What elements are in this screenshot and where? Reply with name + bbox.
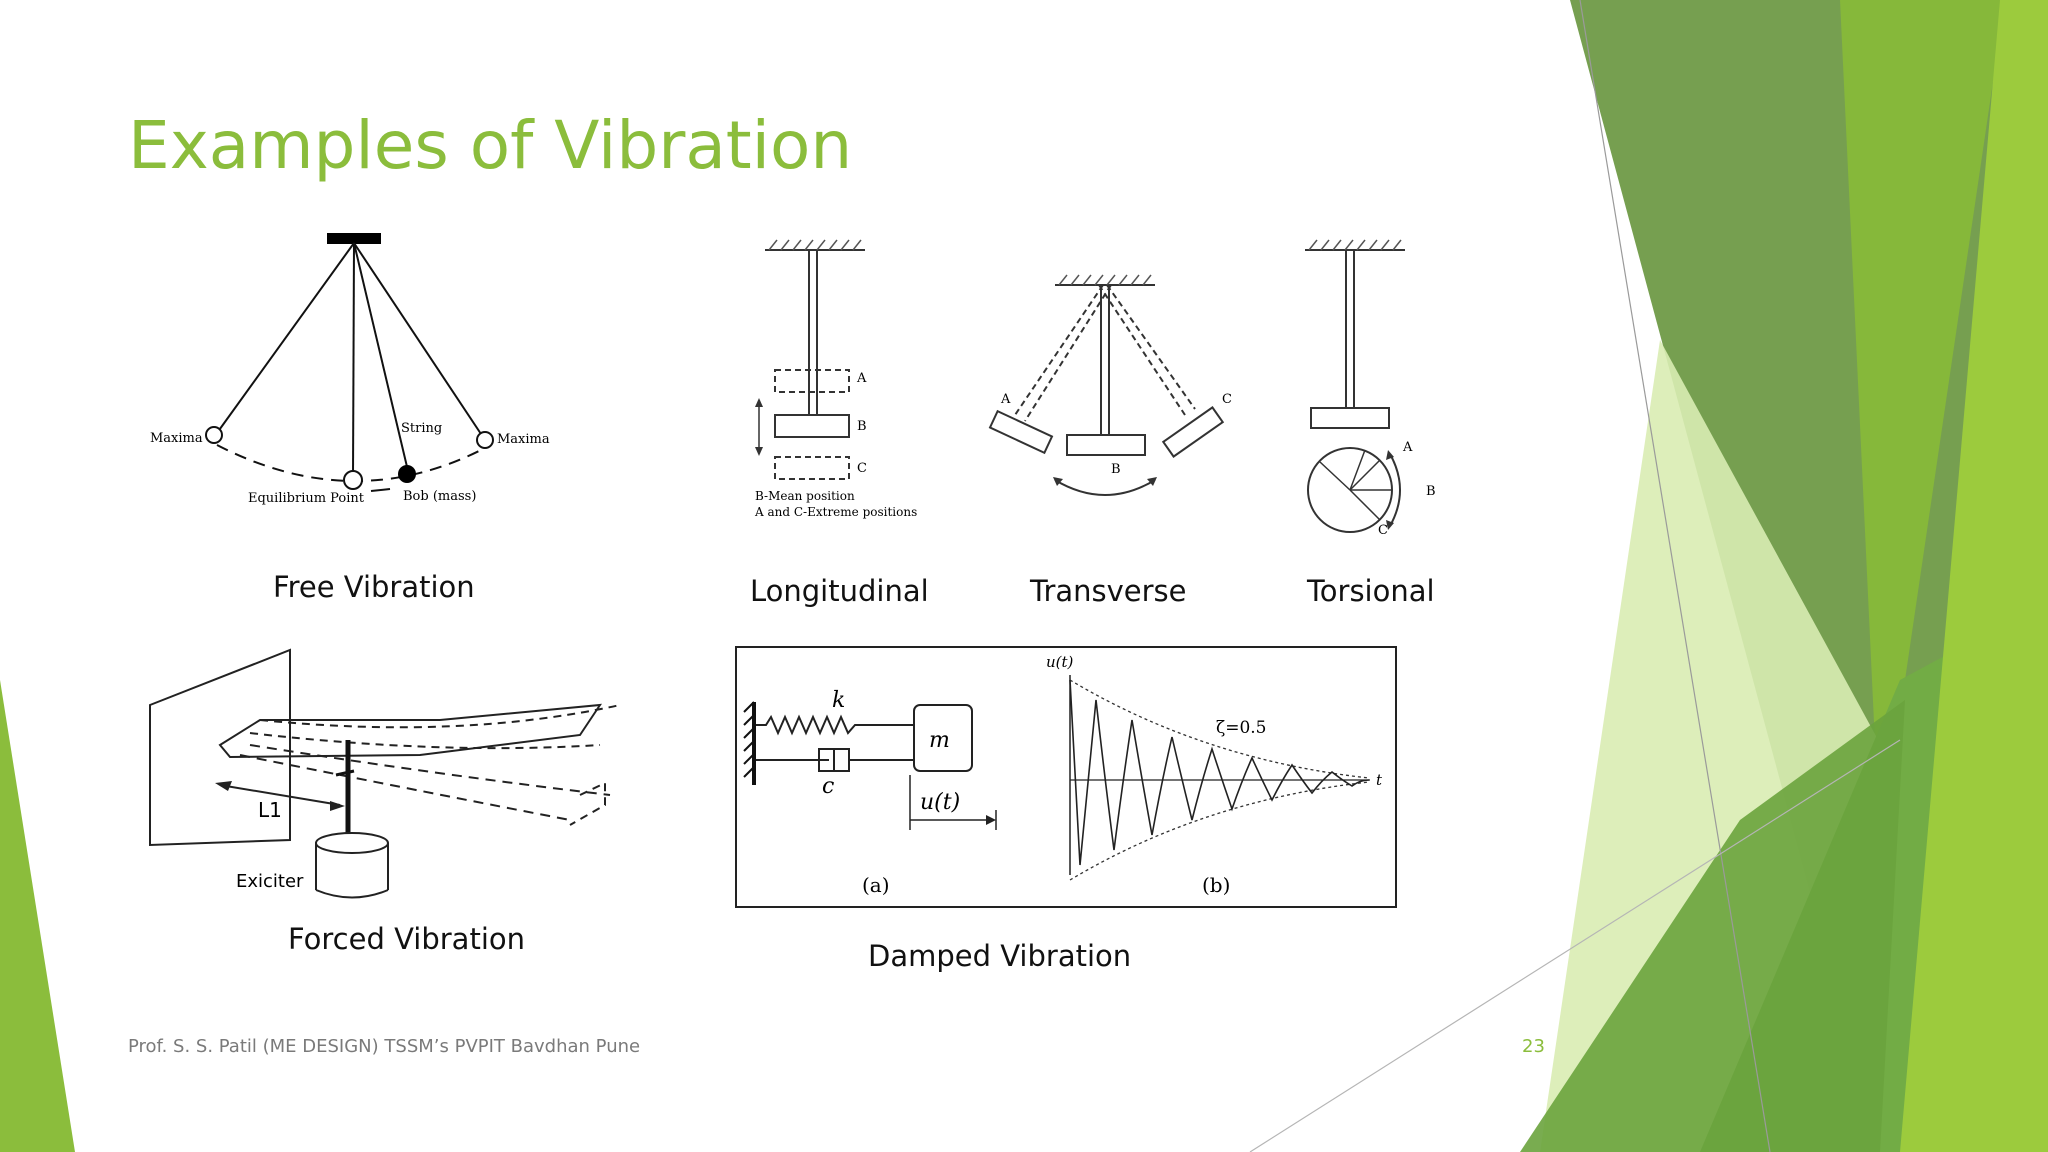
trans-label-a: A <box>1000 392 1011 407</box>
tors-label-a: A <box>1402 440 1413 455</box>
long-note-mean: B-Mean position <box>755 489 855 503</box>
caption-longitudinal: Longitudinal <box>750 574 929 608</box>
label-bob: Bob (mass) <box>403 489 476 504</box>
pendulum-diagram: Maxima Maxima String Equilibrium Point B… <box>150 233 550 506</box>
damped-label-c: c <box>822 774 834 799</box>
forced-vibration-diagram: L1 Exiciter <box>149 648 621 899</box>
label-maxima-left: Maxima <box>150 431 203 446</box>
forced-label-l1: L1 <box>258 798 282 822</box>
transverse-diagram: A B C <box>988 274 1232 496</box>
damped-panel-b: (b) <box>1202 873 1230 897</box>
tors-label-c: C <box>1378 523 1388 538</box>
trans-label-c: C <box>1222 392 1232 407</box>
tors-label-b: B <box>1426 484 1436 499</box>
caption-free-vibration: Free Vibration <box>273 570 475 604</box>
trans-label-b: B <box>1111 462 1121 477</box>
label-string: String <box>401 421 442 436</box>
damped-label-ut: u(t) <box>920 790 960 815</box>
damped-label-zeta: ζ=0.5 <box>1216 718 1267 738</box>
damped-vibration-diagram: k c m u(t) (a) u(t) ζ=0.5 t (b) <box>735 646 1397 908</box>
damped-label-k: k <box>832 688 845 713</box>
long-note-extreme: A and C-Extreme positions <box>754 505 917 519</box>
caption-forced-vibration: Forced Vibration <box>288 922 525 956</box>
caption-torsional: Torsional <box>1307 574 1435 608</box>
damped-panel-a: (a) <box>862 873 890 897</box>
caption-damped-vibration: Damped Vibration <box>868 939 1132 973</box>
label-equilibrium: Equilibrium Point <box>248 491 365 506</box>
torsional-diagram: A B C <box>1305 239 1436 538</box>
damped-response-curve <box>1069 679 1370 866</box>
page-number: 23 <box>1522 1036 1545 1057</box>
long-label-a: A <box>856 371 867 386</box>
forced-label-exciter: Exiciter <box>236 871 304 892</box>
slide-title: Examples of Vibration <box>128 107 853 184</box>
damped-axis-u: u(t) <box>1046 653 1074 671</box>
caption-transverse: Transverse <box>1030 574 1187 608</box>
damped-label-m: m <box>929 728 950 753</box>
damped-axis-t: t <box>1376 771 1383 789</box>
longitudinal-diagram: A B C B-Mean position A and C-Extreme po… <box>754 239 917 519</box>
long-label-c: C <box>857 461 867 476</box>
long-label-b: B <box>857 419 867 434</box>
slide-footer: Prof. S. S. Patil (ME DESIGN) TSSM’s PVP… <box>128 1036 641 1057</box>
label-maxima-right: Maxima <box>497 432 550 447</box>
